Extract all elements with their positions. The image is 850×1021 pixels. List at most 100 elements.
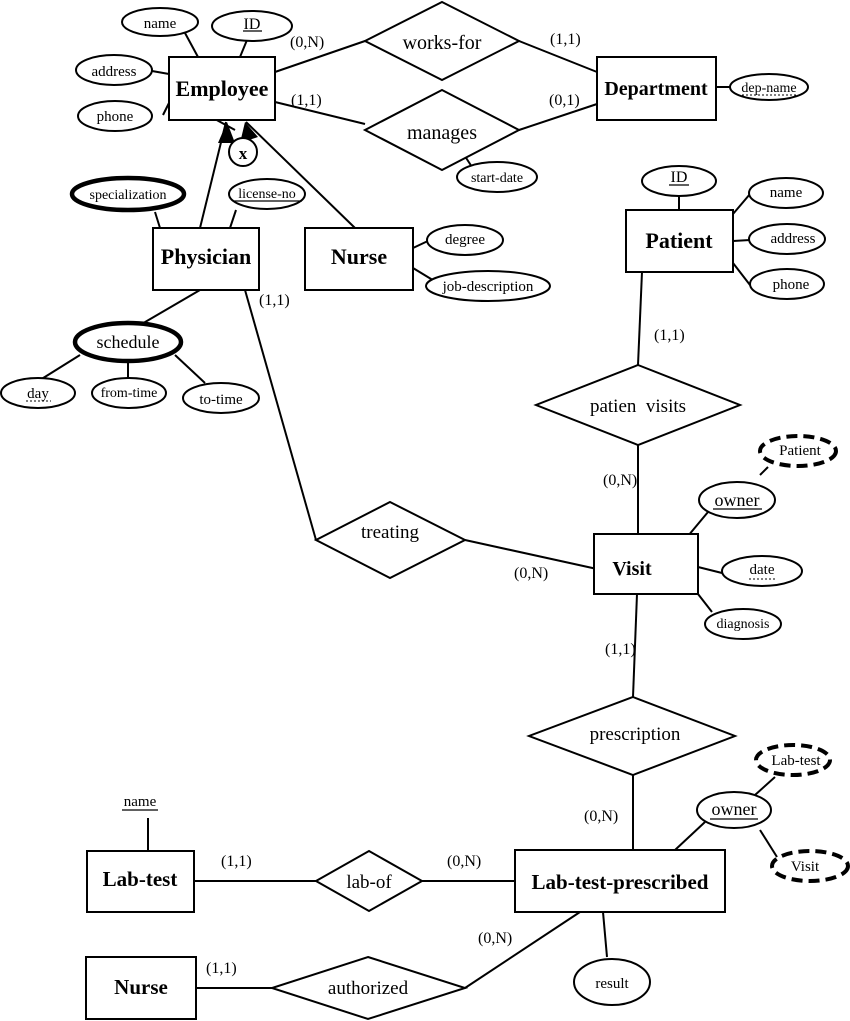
treating-relationship (313, 500, 468, 580)
cardinality-visit-treating: (0,N) (514, 565, 548, 582)
lab-of-label: lab-of (346, 872, 392, 893)
cardinality-department-works-for: (1,1) (550, 31, 581, 48)
diagnosis-label: diagnosis (717, 617, 770, 632)
physician-entity (152, 227, 260, 291)
authorized-relationship (268, 955, 469, 1021)
visit-label: Visit (612, 558, 652, 580)
specialization-label: specialization (90, 188, 167, 203)
visit-entity (593, 533, 699, 595)
nurse-entity (304, 227, 414, 291)
employee-entity (168, 56, 276, 121)
arrowhead-physician (218, 122, 235, 143)
lab-test-prescribed-entity (514, 849, 726, 913)
day-label: day (27, 386, 49, 402)
cardinality-employee-works-for: (0,N) (290, 34, 324, 51)
visit-date-label: date (750, 562, 775, 578)
cardinality-visit-patient-visits: (0,N) (603, 472, 637, 489)
visit-owner-label: owner (715, 490, 760, 510)
diagnosis-attribute (704, 608, 782, 640)
patient-name-attribute (748, 177, 824, 209)
employee-name-label: name (144, 16, 177, 32)
nurse2-label: Nurse (114, 975, 168, 999)
patient-phone-label: phone (773, 277, 810, 293)
patient-id-attribute (641, 165, 717, 197)
employee-address-attribute (75, 54, 153, 86)
cardinality-ltp-lab-of: (0,N) (447, 853, 481, 870)
cardinality-department-manages: (0,1) (549, 92, 580, 109)
start-date-attribute (456, 161, 538, 193)
start-date-label: start-date (471, 171, 523, 186)
patient-entity (625, 209, 734, 273)
cardinality-employee-manages: (1,1) (291, 92, 322, 109)
schedule-label: schedule (97, 332, 160, 352)
patient-address-label: address (771, 231, 816, 247)
visit-owner-patient-label: Patient (779, 443, 821, 459)
works-for-label: works-for (403, 32, 482, 54)
patient-name-label: name (770, 185, 803, 201)
cardinality-patient-visits: (1,1) (654, 327, 685, 344)
patient-visits-relationship (533, 363, 743, 447)
visit-owner-patient-reference (758, 434, 838, 468)
dep-name-attribute (729, 73, 809, 101)
ltp-owner-labtest-reference (754, 743, 832, 777)
employee-address-label: address (92, 64, 137, 80)
disjoint-specialization-circle (228, 137, 258, 167)
nurse-label: Nurse (331, 244, 387, 269)
prescription-relationship (526, 695, 738, 777)
authorized-label: authorized (328, 978, 409, 999)
employee-id-label: ID (244, 16, 261, 33)
treating-label: treating (361, 522, 420, 543)
cardinality-nurse-authorized: (1,1) (206, 960, 237, 977)
cardinality-physician-treating: (1,1) (259, 292, 290, 309)
manages-label: manages (407, 122, 477, 144)
patient-id-label: ID (671, 169, 688, 186)
cardinality-visit-prescription: (1,1) (605, 641, 636, 658)
lab-test-label: Lab-test (103, 867, 178, 891)
patient-label: Patient (645, 228, 713, 253)
job-description-label: job-description (442, 279, 534, 295)
ltp-owner-label: owner (712, 799, 757, 819)
works-for-relationship (362, 0, 522, 82)
patient-address-attribute (748, 223, 826, 255)
result-attribute (573, 958, 651, 1006)
disjoint-symbol: x (239, 144, 248, 163)
degree-label: degree (445, 232, 485, 248)
employee-name-attribute (121, 7, 199, 37)
cardinality-ltp-prescription: (0,N) (584, 808, 618, 825)
license-no-label: license-no (238, 187, 296, 202)
prescription-label: prescription (590, 724, 681, 745)
lab-of-relationship (313, 849, 425, 913)
job-description-attribute (425, 270, 551, 302)
employee-phone-label: phone (97, 109, 134, 125)
employee-label: Employee (176, 76, 269, 101)
cardinality-ltp-authorized: (0,N) (478, 930, 512, 947)
ltp-owner-labtest-label: Lab-test (771, 753, 821, 769)
from-time-label: from-time (101, 386, 158, 401)
specialization-multivalued-attribute (69, 175, 187, 213)
patient-phone-attribute (749, 268, 825, 300)
visit-date-attribute (721, 555, 803, 587)
result-label: result (595, 976, 629, 992)
from-time-attribute (91, 377, 167, 409)
lab-test-entity (86, 850, 195, 913)
physician-label: Physician (161, 244, 251, 269)
dep-name-label: dep-name (741, 81, 796, 96)
lab-test-name-label: name (124, 794, 157, 810)
ltp-owner-visit-label: Visit (791, 859, 820, 875)
employee-phone-attribute (77, 100, 153, 132)
degree-attribute (426, 224, 504, 256)
to-time-label: to-time (199, 392, 243, 408)
nurse2-entity (85, 956, 197, 1020)
connectors (39, 32, 778, 989)
department-label: Department (604, 78, 708, 100)
day-attribute (0, 377, 76, 409)
manages-relationship (362, 88, 522, 172)
cardinality-labtest-lab-of: (1,1) (221, 853, 252, 870)
ltp-owner-visit-reference (770, 849, 850, 883)
schedule-composite-attribute (72, 320, 184, 364)
employee-id-attribute (211, 10, 293, 42)
department-entity (596, 56, 717, 121)
lab-test-prescribed-label: Lab-test-prescribed (532, 870, 709, 894)
patient-visits-label: patien visits (590, 396, 686, 417)
